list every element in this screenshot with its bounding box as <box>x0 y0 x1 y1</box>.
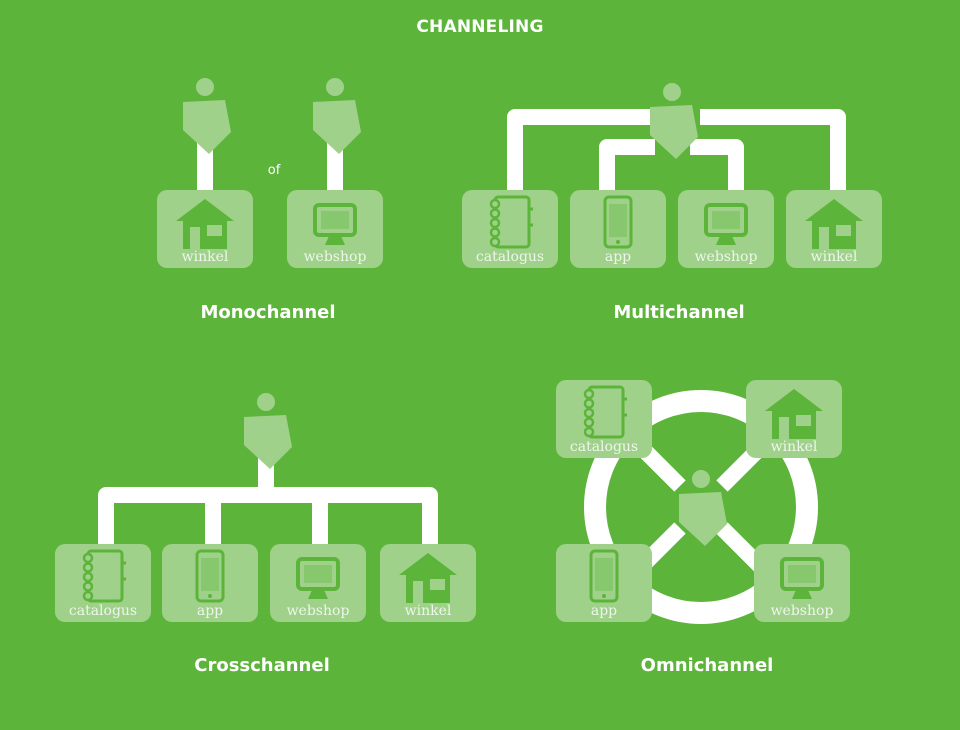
channel-tile-catalog: catalogus <box>462 190 558 268</box>
catalog-icon <box>489 195 533 249</box>
store-icon <box>805 199 863 249</box>
link-cross-bus <box>98 487 438 548</box>
monitor-icon <box>313 203 357 245</box>
link-multi-winkel <box>700 109 846 195</box>
tile-label: winkel <box>182 249 229 265</box>
phone-icon <box>603 195 633 249</box>
tile-label: app <box>197 603 223 619</box>
channel-tile-store: winkel <box>157 190 253 268</box>
channel-tile-monitor: webshop <box>270 544 366 622</box>
channel-tile-monitor: webshop <box>754 544 850 622</box>
label-crosschannel: Crosschannel <box>194 655 330 676</box>
tile-label: webshop <box>695 249 758 265</box>
store-icon <box>176 199 234 249</box>
link-multi-catalogus <box>507 109 660 195</box>
catalog-icon <box>82 549 126 603</box>
person-icon <box>650 83 698 159</box>
tile-label: winkel <box>771 439 818 455</box>
label-multichannel: Multichannel <box>613 302 745 323</box>
tile-label: webshop <box>771 603 834 619</box>
channel-tile-catalog: catalogus <box>55 544 151 622</box>
channel-tile-store: winkel <box>786 190 882 268</box>
channel-tile-store: winkel <box>746 380 842 458</box>
store-icon <box>765 389 823 439</box>
monitor-icon <box>704 203 748 245</box>
tile-label: webshop <box>304 249 367 265</box>
channel-tile-phone: app <box>162 544 258 622</box>
connector-word: of <box>267 163 281 178</box>
tile-label: app <box>605 249 631 265</box>
monitor-icon <box>296 557 340 599</box>
page-title: CHANNELING <box>416 17 544 37</box>
label-monochannel: Monochannel <box>200 302 336 323</box>
phone-icon <box>589 549 619 603</box>
monitor-icon <box>780 557 824 599</box>
phone-icon <box>195 549 225 603</box>
channel-tile-store: winkel <box>380 544 476 622</box>
link-multi-app <box>599 139 655 195</box>
tile-label: winkel <box>811 249 858 265</box>
channel-tile-monitor: webshop <box>678 190 774 268</box>
tile-label: app <box>591 603 617 619</box>
channel-tile-catalog: catalogus <box>556 380 652 458</box>
channel-tile-phone: app <box>556 544 652 622</box>
catalog-icon <box>583 385 627 439</box>
tile-label: webshop <box>287 603 350 619</box>
channel-tile-phone: app <box>570 190 666 268</box>
label-omnichannel: Omnichannel <box>640 655 774 676</box>
tile-label: winkel <box>405 603 452 619</box>
person-icon <box>313 78 361 154</box>
tile-label: catalogus <box>69 603 137 619</box>
tile-label: catalogus <box>570 439 638 455</box>
omni-ring <box>584 390 818 624</box>
link-multi-webshop <box>690 139 744 195</box>
tile-label: catalogus <box>476 249 544 265</box>
channel-tile-monitor: webshop <box>287 190 383 268</box>
person-icon <box>244 393 292 469</box>
person-icon <box>679 470 727 546</box>
store-icon <box>399 553 457 603</box>
person-icon <box>183 78 231 154</box>
